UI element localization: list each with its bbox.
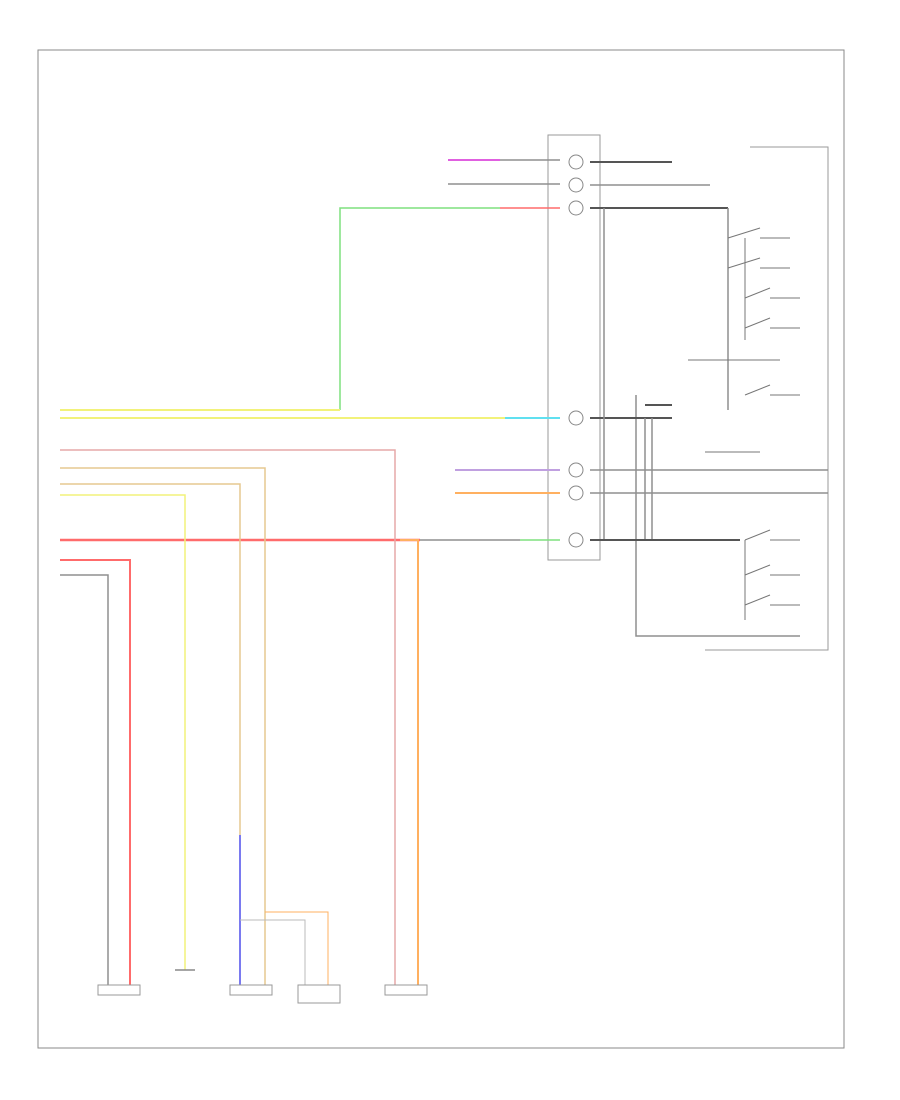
wire-orange-branch — [265, 911, 329, 985]
switch-box — [635, 146, 829, 651]
speaker-wire-set — [60, 449, 419, 985]
switch-ground-loop — [635, 395, 800, 637]
module-pin — [568, 410, 584, 426]
wire-green — [339, 207, 500, 410]
wire-gray-branch — [240, 919, 306, 985]
wire-orange — [400, 539, 419, 985]
switch-contacts — [688, 227, 800, 620]
wire-yellow — [60, 494, 186, 970]
module-outline — [547, 134, 601, 561]
module-pin — [568, 177, 584, 193]
wire-gray — [60, 574, 109, 985]
wire-tan — [60, 483, 241, 985]
wire-pink — [60, 449, 396, 985]
module-pin — [568, 200, 584, 216]
speaker-body — [97, 984, 141, 996]
speaker-body — [384, 984, 428, 996]
wire-red — [60, 559, 131, 985]
switch-box-border — [705, 146, 829, 651]
speaker-front-right — [97, 984, 141, 996]
middle-wire-set — [60, 208, 828, 542]
diagram-frame — [37, 49, 845, 1049]
module-pin — [568, 485, 584, 501]
module-block — [547, 134, 601, 561]
speaker-body — [297, 984, 341, 1004]
wire-tan — [60, 467, 266, 985]
top-wire-set — [339, 159, 728, 410]
speaker-front-left — [229, 984, 273, 996]
speaker-tweeter — [297, 984, 341, 1004]
speaker-body — [229, 984, 273, 996]
speaker-rear-left — [384, 984, 428, 996]
module-pin — [568, 154, 584, 170]
speaker-devices — [97, 969, 428, 1004]
module-pin — [568, 532, 584, 548]
module-pin — [568, 462, 584, 478]
